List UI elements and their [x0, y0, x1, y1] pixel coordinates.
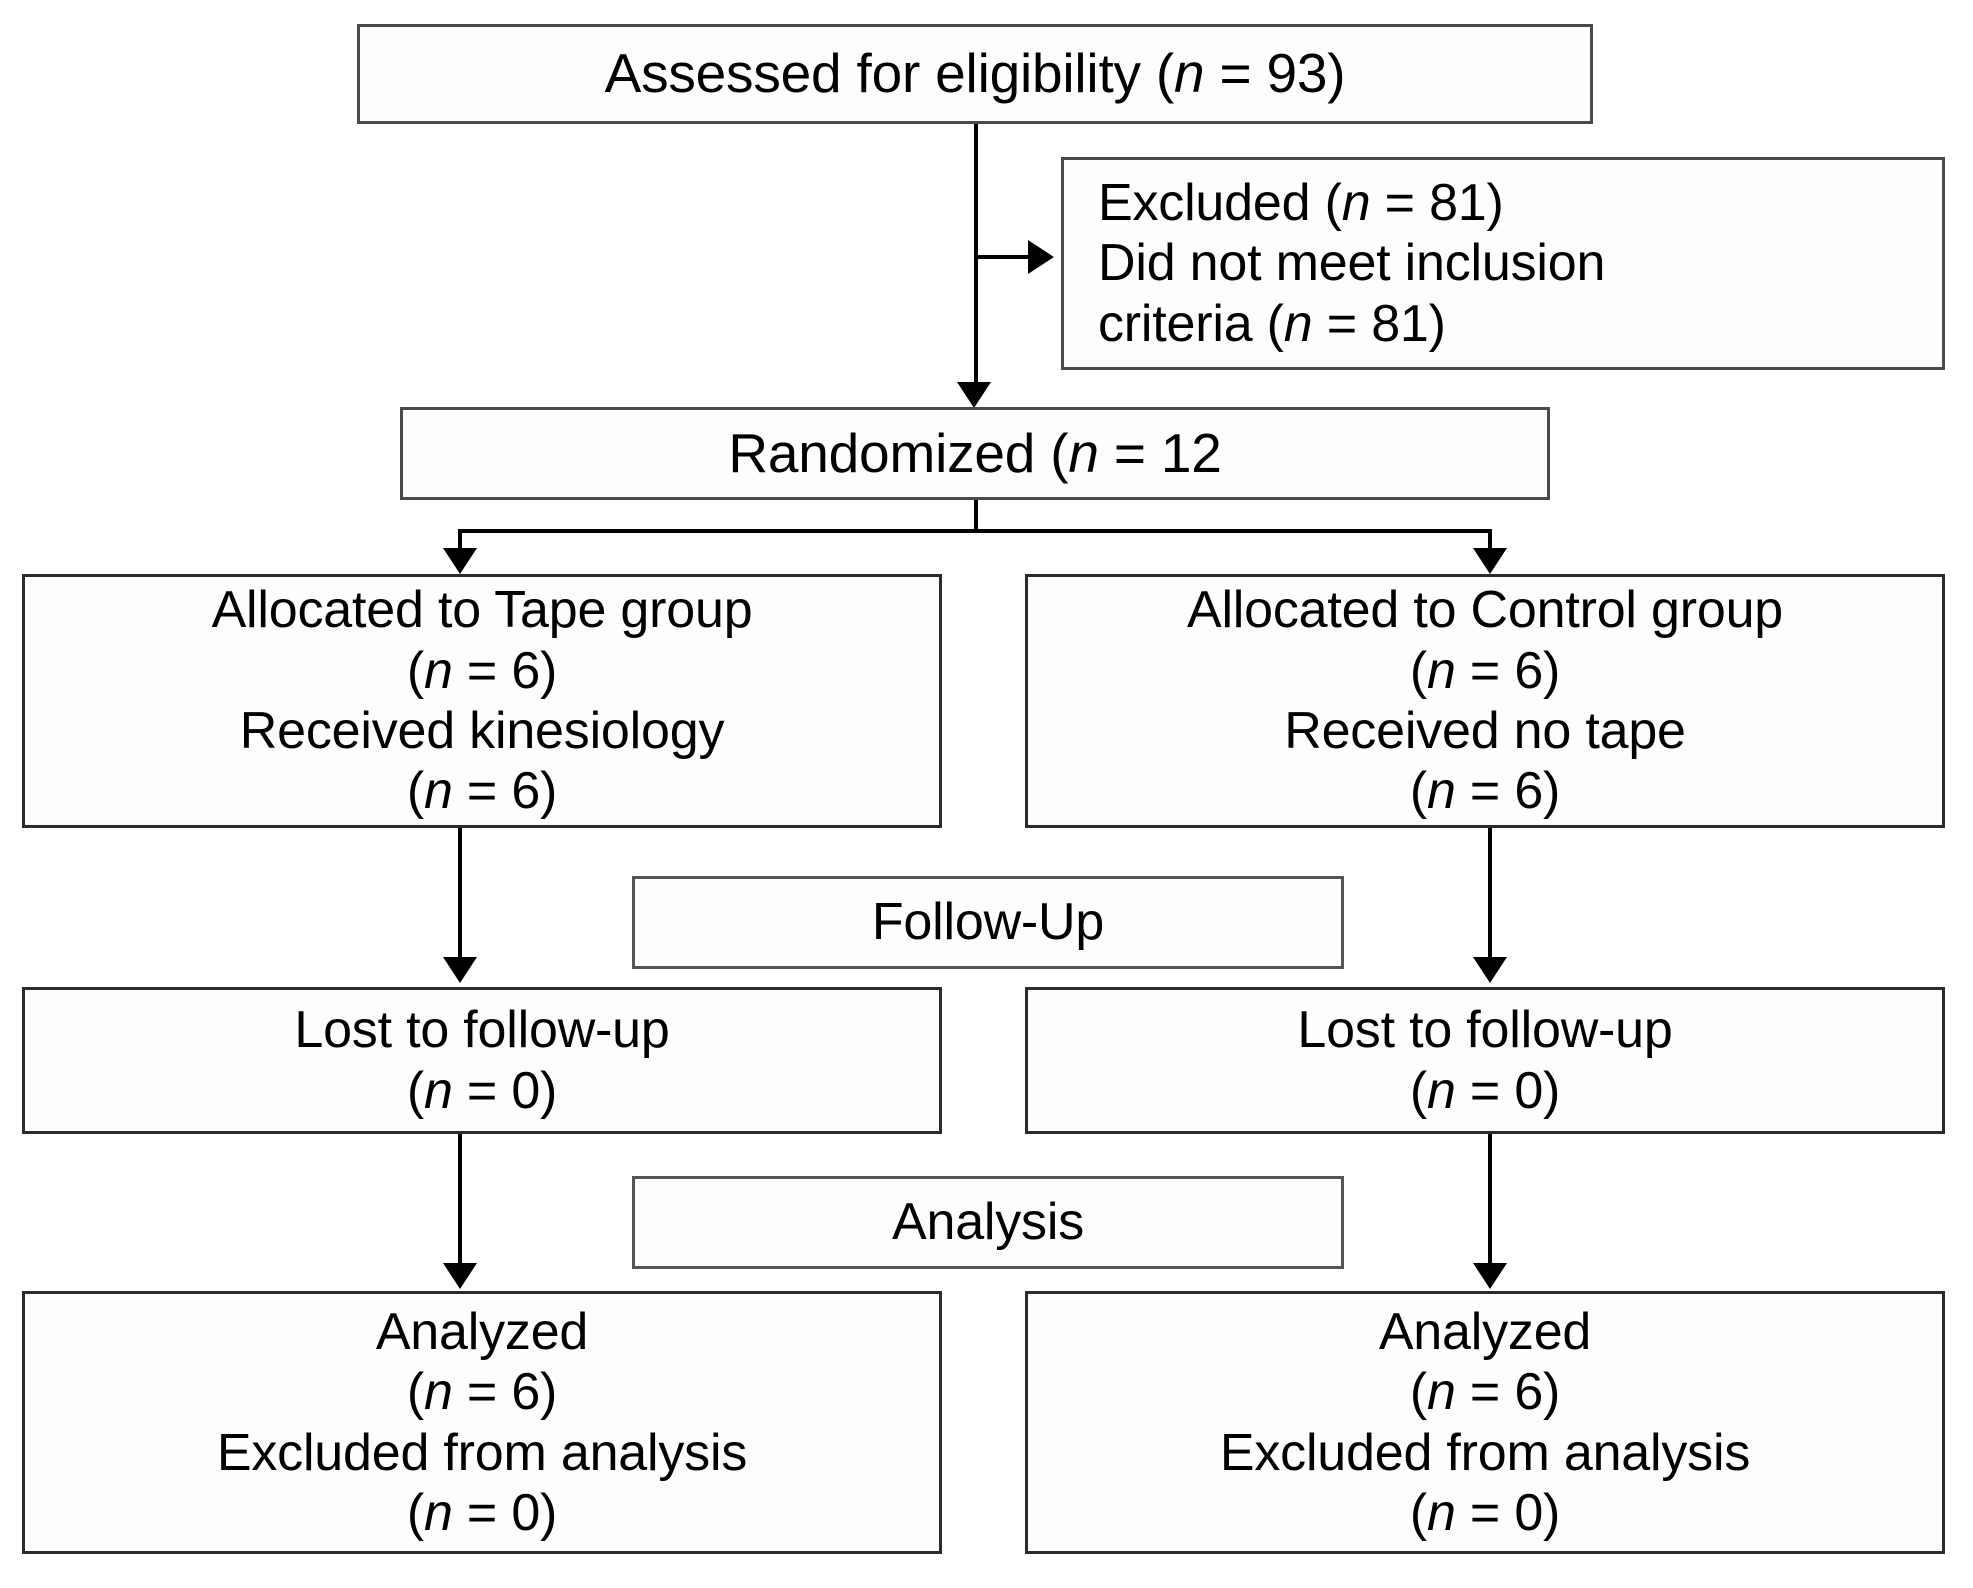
analysis-label: Analysis	[891, 1193, 1085, 1252]
connector-randomized-split	[460, 529, 1490, 533]
connector-to-control-group	[1488, 529, 1492, 559]
lost-left-line-2: (n = 0)	[406, 1061, 558, 1120]
arrowhead-to-randomized	[957, 382, 991, 408]
arrowhead-to-control-group	[1473, 548, 1507, 574]
alloc-control-line-3: Received no tape	[1284, 702, 1686, 760]
connector-tape-to-lost	[458, 828, 462, 968]
arrowhead-control-to-lost	[1473, 957, 1507, 983]
alloc-tape-line-4: (n = 6)	[406, 762, 558, 821]
excluded-line-1: Excluded (n = 81)	[1098, 174, 1504, 233]
lost-right-line-1: Lost to follow-up	[1297, 1001, 1673, 1060]
analyzed-left-line-2: (n = 6)	[406, 1363, 558, 1422]
follow-up-label: Follow-Up	[871, 893, 1105, 952]
excluded-line-3: criteria (n = 81)	[1098, 294, 1446, 353]
connector-to-excluded	[974, 255, 1034, 259]
arrowhead-to-tape-group	[443, 548, 477, 574]
section-label-follow-up: Follow-Up	[632, 876, 1344, 969]
node-lost-to-followup-control: Lost to follow-up (n = 0)	[1025, 987, 1945, 1134]
analyzed-right-line-3: Excluded from analysis	[1219, 1423, 1751, 1482]
node-allocated-control-group: Allocated to Control group (n = 6) Recei…	[1025, 574, 1945, 828]
lost-right-line-2: (n = 0)	[1409, 1061, 1561, 1120]
connector-lost-to-analyzed-left	[458, 1134, 462, 1274]
connector-lost-to-analyzed-right	[1488, 1134, 1492, 1274]
alloc-tape-line-1: Allocated to Tape group	[211, 581, 753, 640]
connector-control-to-lost	[1488, 828, 1492, 968]
node-analyzed-tape: Analyzed (n = 6) Excluded from analysis …	[22, 1291, 942, 1554]
analyzed-left-line-1: Analyzed	[375, 1302, 589, 1361]
excluded-line-2: Did not meet inclusion	[1098, 234, 1606, 293]
analyzed-right-line-2: (n = 6)	[1409, 1363, 1561, 1422]
assessed-text: Assessed for eligibility (n = 93)	[604, 42, 1346, 105]
connector-randomized-stem	[974, 500, 978, 531]
arrowhead-lost-to-analyzed-left	[443, 1263, 477, 1289]
node-excluded: Excluded (n = 81) Did not meet inclusion…	[1061, 157, 1945, 370]
node-analyzed-control: Analyzed (n = 6) Excluded from analysis …	[1025, 1291, 1945, 1554]
arrowhead-to-excluded	[1028, 240, 1054, 274]
section-label-analysis: Analysis	[632, 1176, 1344, 1269]
connector-to-tape-group	[458, 529, 462, 559]
connector-enrollment-to-randomized	[974, 124, 978, 400]
randomized-text: Randomized (n = 12	[728, 421, 1222, 484]
analyzed-left-line-4: (n = 0)	[406, 1483, 558, 1542]
analyzed-left-line-3: Excluded from analysis	[216, 1423, 748, 1482]
alloc-control-line-2: (n = 6)	[1409, 641, 1561, 700]
analyzed-right-line-4: (n = 0)	[1409, 1483, 1561, 1542]
alloc-control-line-4: (n = 6)	[1409, 762, 1561, 821]
arrowhead-lost-to-analyzed-right	[1473, 1263, 1507, 1289]
analyzed-right-line-1: Analyzed	[1378, 1302, 1592, 1361]
node-randomized: Randomized (n = 12	[400, 407, 1550, 500]
node-allocated-tape-group: Allocated to Tape group (n = 6) Received…	[22, 574, 942, 828]
arrowhead-tape-to-lost	[443, 957, 477, 983]
lost-left-line-1: Lost to follow-up	[294, 1001, 670, 1060]
node-lost-to-followup-tape: Lost to follow-up (n = 0)	[22, 987, 942, 1134]
alloc-tape-line-2: (n = 6)	[406, 641, 558, 700]
node-assessed-for-eligibility: Assessed for eligibility (n = 93)	[357, 24, 1593, 124]
alloc-tape-line-3: Received kinesiology	[239, 702, 725, 760]
alloc-control-line-1: Allocated to Control group	[1186, 581, 1784, 640]
